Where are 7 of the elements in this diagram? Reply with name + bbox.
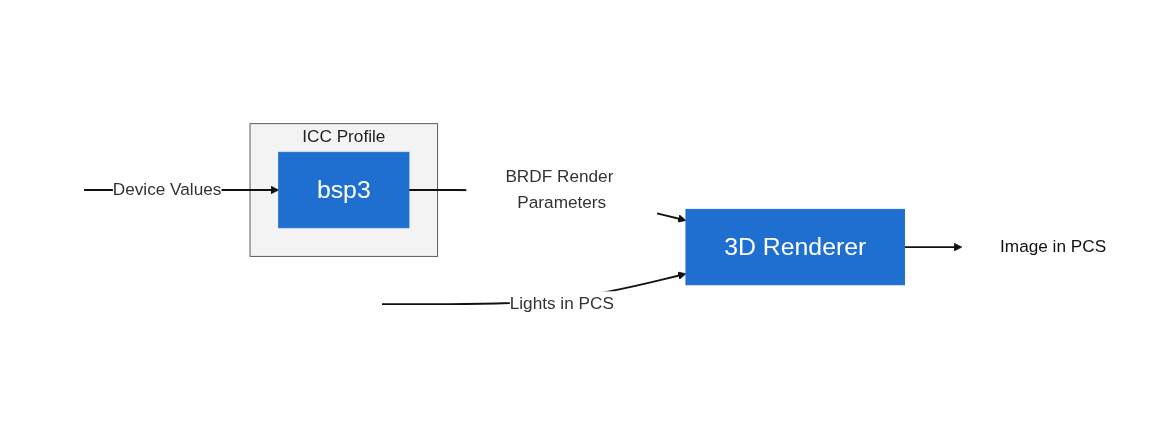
node-box: 3D Renderer xyxy=(685,208,905,286)
node-box: bsp3 xyxy=(278,151,410,229)
edge-label: Lights in PCS xyxy=(509,294,614,314)
edge-label: BRDF Render Parameters xyxy=(505,167,614,213)
edge-label: Device Values xyxy=(112,180,222,200)
node-text: Image in PCS xyxy=(1000,237,1107,257)
arrow xyxy=(903,242,963,252)
